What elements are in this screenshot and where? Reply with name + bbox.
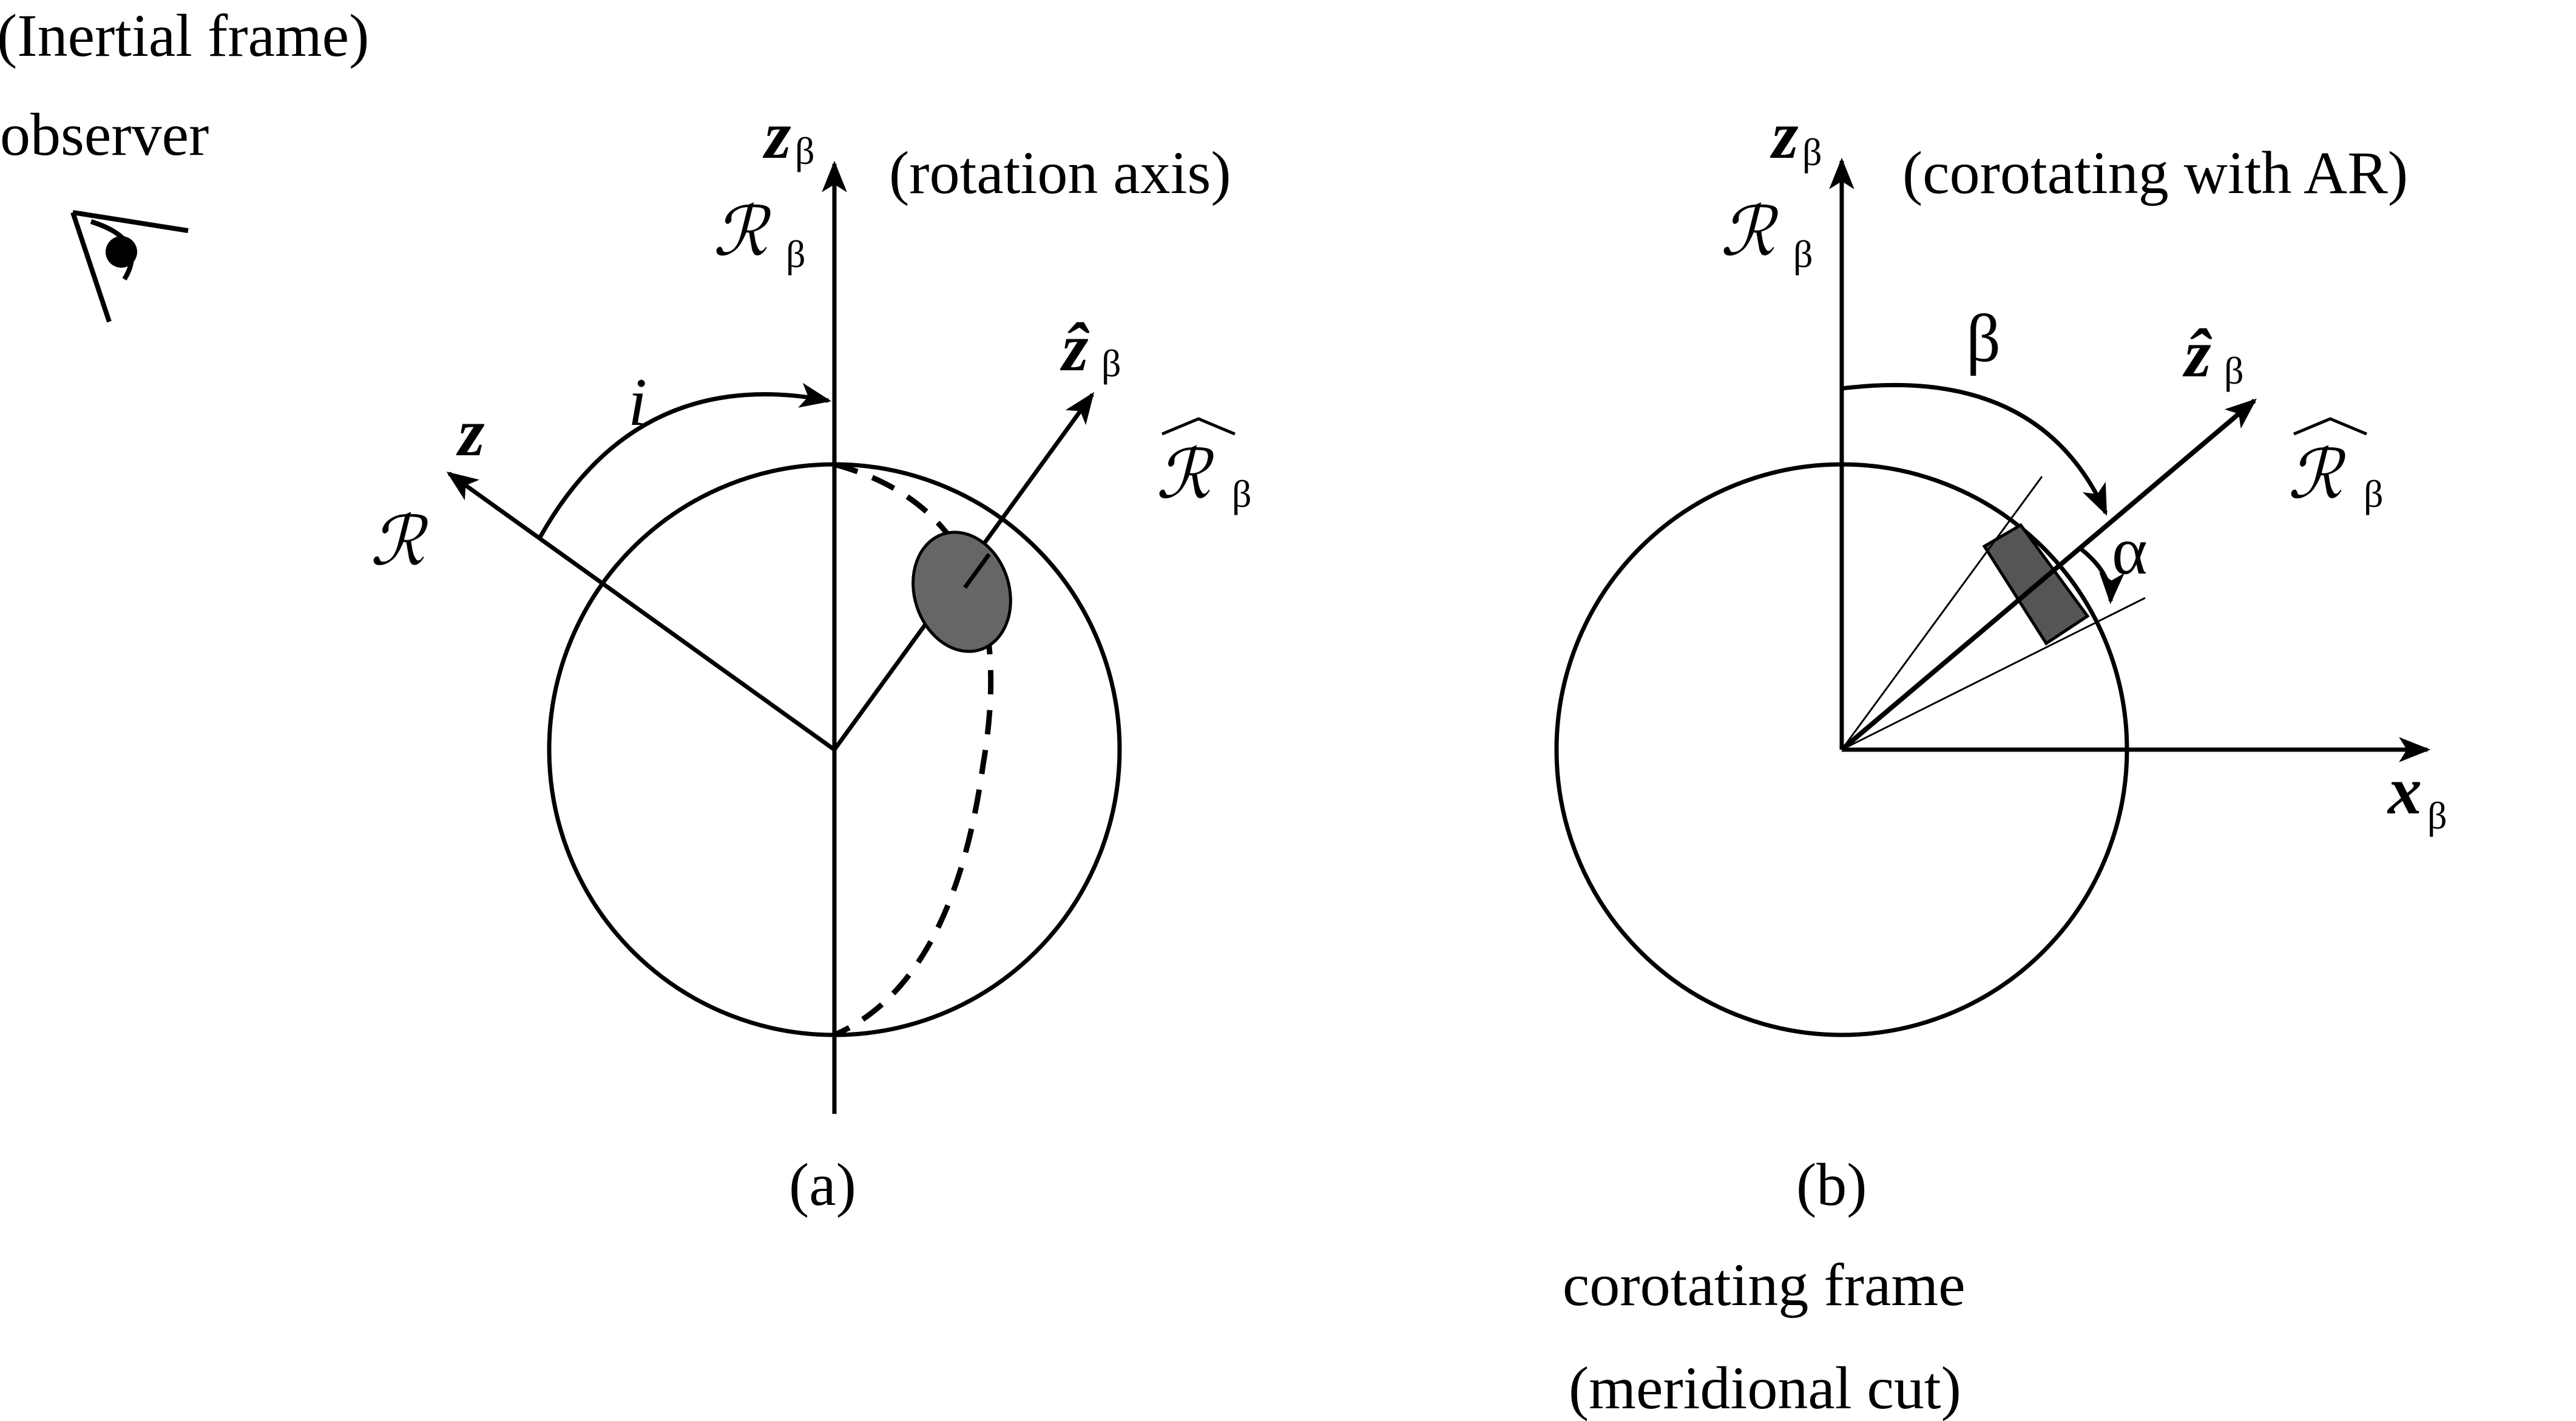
panel-a: z β (rotation axis) ℛ β z ℛ i ẑ β ℛ β (a… [370, 98, 1252, 1218]
label-angle-alpha: α [2112, 514, 2148, 589]
label-R-hat-beta-b-sub: β [2364, 472, 2384, 515]
alpha-arc [2080, 548, 2125, 605]
label-z-beta-b-sub: β [1802, 131, 1822, 174]
beta-arc [1841, 382, 2108, 516]
label-R-beta-sub: β [786, 232, 806, 276]
label-R-beta-b: ℛ [1720, 192, 1779, 271]
label-z-hat-beta: ẑ [1060, 310, 1090, 385]
label-z-hat-beta-b: ẑ [2182, 316, 2213, 392]
z-axis [446, 471, 836, 751]
label-R-hat-beta: ℛ [1156, 435, 1214, 514]
label-R: ℛ [370, 502, 428, 581]
observer-title: (Inertial frame) [0, 2, 369, 69]
hat-R-accent [1161, 417, 1236, 436]
label-z: z [456, 395, 485, 470]
hat-R-accent-b [2293, 417, 2367, 436]
z-hat-beta-axis [1840, 398, 2257, 752]
footer-line1: corotating frame [1563, 1251, 1966, 1318]
label-R-beta: ℛ [713, 192, 771, 271]
meridian-dashed [833, 461, 994, 1038]
label-corotating-note: (corotating with AR) [1902, 139, 2408, 206]
label-z-beta: z [762, 98, 791, 173]
label-z-hat-beta-sub: β [1101, 342, 1121, 385]
inclination-arc [538, 382, 832, 538]
observer-eye-icon [70, 210, 189, 323]
observer-subtitle: observer [0, 101, 209, 168]
label-x-beta-sub: β [2427, 794, 2447, 837]
panel-b: z β (corotating with AR) ℛ β β α ẑ β ℛ β… [1554, 98, 2447, 1421]
caption-b: (b) [1796, 1151, 1867, 1218]
footer-line2: (meridional cut) [1569, 1354, 1961, 1421]
label-x-beta: x [2387, 753, 2422, 829]
label-angle-i: i [628, 365, 647, 440]
active-region-spot [911, 531, 1012, 653]
label-R-hat-beta-b: ℛ [2288, 435, 2346, 514]
label-rotation-axis: (rotation axis) [889, 139, 1231, 206]
label-z-beta-b: z [1770, 98, 1799, 173]
label-z-hat-beta-b-sub: β [2224, 349, 2244, 392]
label-R-beta-b-sub: β [1793, 232, 1813, 276]
label-R-hat-beta-sub: β [1232, 472, 1252, 515]
label-z-beta-sub: β [795, 129, 815, 172]
label-angle-beta: β [1966, 301, 2001, 376]
caption-a: (a) [789, 1151, 856, 1218]
